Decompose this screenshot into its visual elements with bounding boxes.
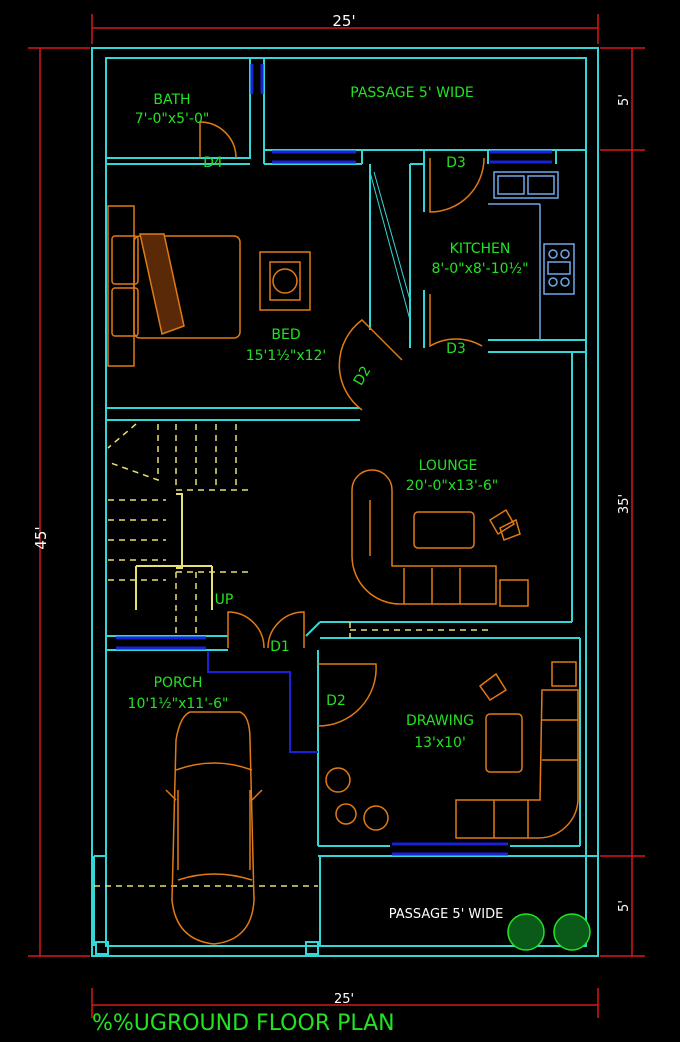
door-d3-top: D3 (446, 155, 466, 171)
entry-path (207, 652, 318, 753)
car (165, 711, 263, 945)
kitchen-label: KITCHEN (450, 241, 511, 257)
dim-left-height: 45' (32, 526, 50, 549)
door-d4: D4 (203, 155, 223, 171)
door-d2-drawing: D2 (326, 693, 346, 709)
kitchen-size: 8'-0"x8'-10½" (431, 261, 528, 277)
passage-bottom-label: PASSAGE 5' WIDE (389, 907, 504, 922)
dim-bottom-width: 25' (334, 992, 354, 1007)
bed-label: BED (271, 327, 300, 343)
porch-label: PORCH (154, 675, 203, 691)
bath-label: BATH (153, 92, 190, 108)
stair-solid (369, 171, 411, 321)
bed-furniture (107, 205, 311, 367)
door-d2-bed: D2 (351, 363, 375, 388)
windows (116, 64, 552, 856)
room-labels: BATH 7'-0"x5'-0" PASSAGE 5' WIDE KITCHEN… (128, 85, 529, 922)
bed-size: 15'1½"x12' (246, 348, 327, 364)
passage-top-label: PASSAGE 5' WIDE (350, 85, 473, 101)
kitchen-fixtures (488, 171, 575, 340)
door-labels: D4 D3 D3 D2 D1 D2 UP (203, 155, 466, 709)
dim-right-middle: 35' (617, 494, 632, 514)
dim-top-width: 25' (332, 12, 355, 30)
walls (91, 47, 599, 957)
drawing-furniture (325, 661, 579, 839)
dim-right-top: 5' (617, 94, 632, 106)
door-d3-bottom: D3 (446, 341, 466, 357)
drawing-label: DRAWING (406, 713, 474, 729)
dimension-labels: 25' 25' 45' 5' 35' 5' (32, 12, 632, 1007)
plants (507, 913, 591, 951)
lounge-size: 20'-0"x13'-6" (406, 478, 498, 494)
stair-up-label: UP (215, 592, 234, 608)
drawing-size: 13'x10' (414, 735, 466, 751)
lounge-furniture (351, 469, 529, 607)
plan-title: %%UGROUND FLOOR PLAN (92, 1011, 395, 1036)
lounge-label: LOUNGE (419, 458, 478, 474)
bath-size: 7'-0"x5'-0" (135, 111, 210, 127)
stair-core (135, 493, 213, 610)
dimension-lines (28, 14, 645, 1018)
dim-right-bottom: 5' (617, 900, 632, 912)
porch-size: 10'1½"x11'-6" (128, 696, 229, 712)
door-swings (199, 121, 485, 727)
door-d1: D1 (270, 639, 290, 655)
staircase (94, 423, 490, 887)
